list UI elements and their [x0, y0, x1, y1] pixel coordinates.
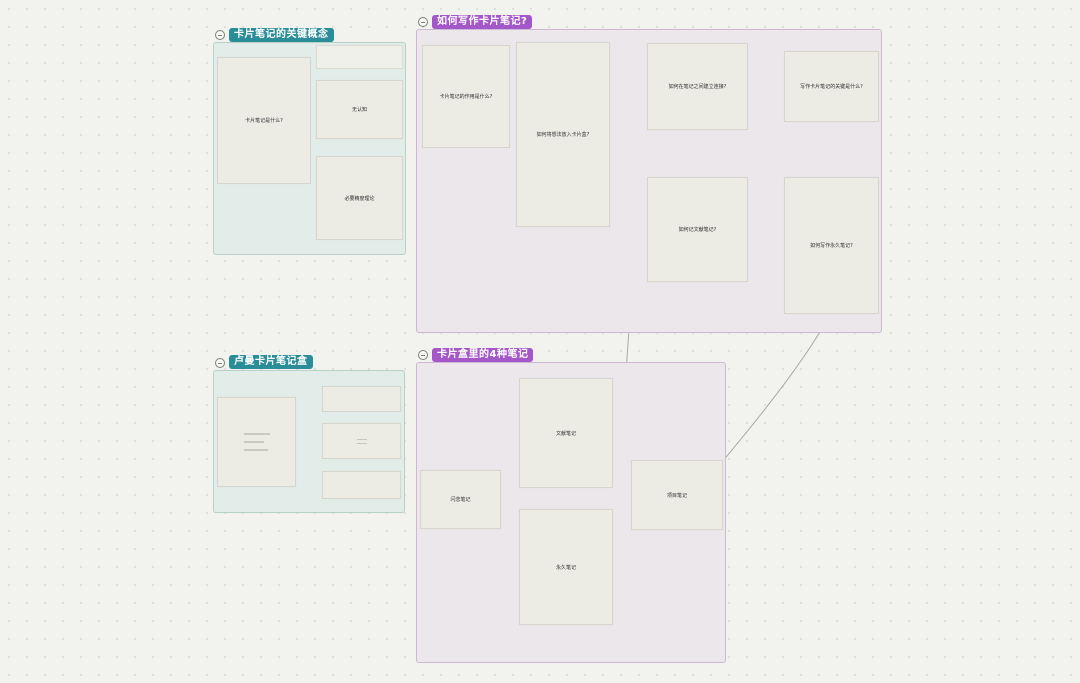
- card-into-box[interactable]: 如何将想法放入卡片盒?: [516, 42, 610, 227]
- card-project-note[interactable]: 项目笔记: [631, 460, 723, 530]
- card-box-item-1[interactable]: [322, 386, 401, 412]
- card-lit-note[interactable]: 文献笔记: [519, 378, 613, 488]
- card-box-item-2[interactable]: [322, 423, 401, 459]
- text-placeholder-line: [357, 443, 367, 444]
- group-title-key-concepts[interactable]: 卡片笔记的关键概念: [229, 28, 334, 42]
- collapse-icon[interactable]: [215, 30, 225, 40]
- card-box-overview[interactable]: [217, 397, 296, 487]
- card-perm-note[interactable]: 永久笔记: [519, 509, 613, 625]
- text-placeholder-line: [244, 449, 268, 451]
- collapse-icon[interactable]: [418, 350, 428, 360]
- edge-perm-q-to-proj: [721, 312, 832, 463]
- card-must-explain[interactable]: 必要精度理论: [316, 156, 403, 240]
- text-placeholder-line: [244, 433, 270, 435]
- group-title-four-notes[interactable]: 卡片盒里的4种笔记: [432, 348, 534, 362]
- card-blank-top[interactable]: [316, 45, 403, 69]
- group-title-how-to-write[interactable]: 如何写作卡片笔记?: [432, 15, 533, 29]
- group-title-luhmann-box[interactable]: 卢曼卡片笔记盒: [229, 355, 313, 369]
- card-perm-note-question[interactable]: 如何写作永久笔记?: [784, 177, 879, 314]
- card-reader-is[interactable]: 无认知: [316, 80, 403, 139]
- collapse-icon[interactable]: [418, 17, 428, 27]
- card-lit-note-question[interactable]: 如何记文献笔记?: [647, 177, 748, 282]
- card-role[interactable]: 卡片笔记的作用是什么?: [422, 45, 510, 148]
- card-flash-note[interactable]: 闪念笔记: [420, 470, 501, 529]
- text-placeholder-line: [244, 441, 264, 443]
- card-key-write[interactable]: 写作卡片笔记的关键是什么?: [784, 51, 879, 122]
- card-link[interactable]: 如何在笔记之间建立连接?: [647, 43, 748, 130]
- collapse-icon[interactable]: [215, 358, 225, 368]
- text-placeholder-line: [357, 439, 367, 440]
- card-box-item-3[interactable]: [322, 471, 401, 499]
- card-what-is[interactable]: 卡片笔记是什么?: [217, 57, 311, 184]
